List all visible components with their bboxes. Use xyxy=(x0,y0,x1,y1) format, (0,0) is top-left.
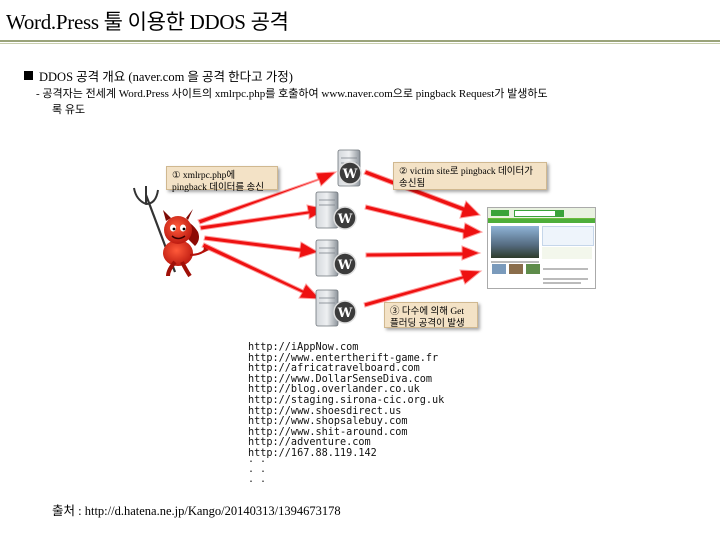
callout-step1: ① xmlrpc.php에 pingback 데이터를 송신 xyxy=(166,166,278,193)
source-citation: 출처 : http://d.hatena.ne.jp/Kango/2014031… xyxy=(52,504,341,518)
url-item: http://iAppNow.com xyxy=(248,342,359,353)
wordpress-server-icon-3: W xyxy=(315,239,357,277)
square-bullet-icon xyxy=(24,71,33,80)
svg-text:W: W xyxy=(337,306,353,321)
victim-site-text-line xyxy=(543,278,588,280)
wordpress-server-icon-2: W xyxy=(315,191,357,230)
victim-site-text-line xyxy=(543,268,588,270)
arrow-attacker-to-server-3 xyxy=(203,235,320,259)
url-item: http://adventure.com xyxy=(248,437,371,449)
attack-arrows-group xyxy=(197,169,484,308)
victim-site-text-line xyxy=(543,282,581,284)
url-item: http://167.88.119.142 xyxy=(248,447,377,459)
victim-site-photo xyxy=(491,226,539,258)
url-list-ellipsis: . . . . . . xyxy=(248,454,267,485)
devil-icon xyxy=(133,186,209,278)
callout-step2: ② victim site로 pingback 데이터가 송신됨 xyxy=(393,162,547,190)
svg-text:W: W xyxy=(337,212,353,227)
url-item: http://www.entertherift-game.fr xyxy=(248,352,439,364)
svg-text:W: W xyxy=(337,258,353,273)
victim-site-search-button xyxy=(556,210,564,217)
overview-description-line2: 록 유도 xyxy=(52,104,86,116)
victim-site-nav xyxy=(488,219,595,223)
arrow-server-2-to-victim xyxy=(364,204,484,240)
reflector-url-list: http://iAppNow.com http://www.entertheri… xyxy=(248,342,445,460)
url-item: http://staging.sirona-cic.org.uk xyxy=(248,394,445,406)
overview-description-line1: - 공격자는 전세계 Word.Press 사이트의 xmlrpc.php를 호… xyxy=(36,88,548,100)
victim-site-thumb xyxy=(526,264,540,274)
arrow-server-4-to-victim xyxy=(363,269,483,308)
overview-heading-row: DDOS 공격 개요 (naver.com 을 공격 한다고 가정) xyxy=(24,66,293,85)
victim-site-thumb xyxy=(509,264,523,274)
victim-site-panel xyxy=(542,226,594,246)
svg-text:W: W xyxy=(342,167,358,182)
victim-site-text-line xyxy=(491,261,539,263)
overview-heading: DDOS 공격 개요 (naver.com 을 공격 한다고 가정) xyxy=(39,70,293,84)
page-title: Word.Press 툴 이용한 DDOS 공격 xyxy=(6,10,289,34)
url-item: http://blog.overlander.co.uk xyxy=(248,384,420,396)
title-divider xyxy=(0,40,720,42)
victim-site-searchbox xyxy=(514,210,556,217)
url-item: http://www.shopsalebuy.com xyxy=(248,416,408,428)
wordpress-server-icon-1: W xyxy=(337,149,362,187)
wordpress-server-icon-4: W xyxy=(315,289,357,327)
arrow-attacker-to-server-2 xyxy=(199,204,329,231)
victim-site-thumb xyxy=(492,264,506,274)
victim-site-logo xyxy=(491,210,509,216)
victim-site-panel-2 xyxy=(542,247,592,259)
url-item: http://www.shit-around.com xyxy=(248,426,408,438)
victim-site-header xyxy=(488,208,595,219)
url-item: http://www.DollarSenseDiva.com xyxy=(248,373,433,385)
title-divider-thin xyxy=(0,43,720,44)
callout-step3: ③ 다수에 의해 Get 플러딩 공격이 발생 xyxy=(384,302,478,329)
arrow-attacker-to-server-4 xyxy=(201,242,322,300)
arrow-attacker-to-server-1 xyxy=(197,171,338,225)
arrow-server-3-to-victim xyxy=(365,245,482,261)
victim-website-screenshot xyxy=(487,207,596,289)
url-item: http://www.shoesdirect.us xyxy=(248,405,402,417)
url-item: http://africatravelboard.com xyxy=(248,363,420,375)
